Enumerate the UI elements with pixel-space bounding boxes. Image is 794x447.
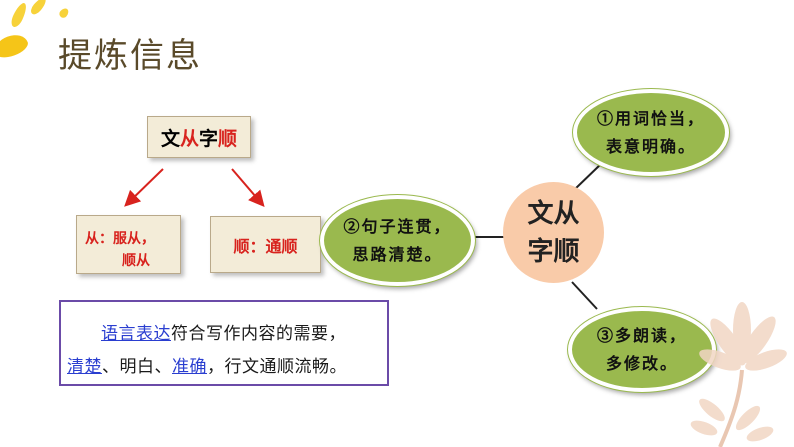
concept-box: 文从字顺 <box>147 116 251 158</box>
arrow-right <box>231 168 265 208</box>
branch-word-choice: ①用词恰当， 表意明确。 <box>573 89 729 176</box>
meaning-cong-box: 从：服从， 顺从 <box>76 215 181 274</box>
concept-char-2: 从 <box>179 127 199 150</box>
branch-coherence-line2: 思路清楚。 <box>352 244 443 264</box>
definition-term-2: 清楚 <box>67 357 102 377</box>
central-topic-line1: 文从 <box>527 198 580 229</box>
meaning-shun-value: 通顺 <box>265 236 298 256</box>
concept-char-3: 字 <box>199 127 219 150</box>
branch-revision-line2: 多修改。 <box>605 353 678 373</box>
branch-coherence: ②句子连贯， 思路清楚。 <box>320 195 475 286</box>
definition-text-1: 符合写作内容的需要， <box>171 324 346 344</box>
concept-char-4: 顺 <box>218 127 238 150</box>
page-title: 提炼信息 <box>58 36 202 76</box>
definition-term-1: 语言表达 <box>101 324 171 344</box>
concept-char-1: 文 <box>160 127 180 150</box>
meaning-shun-label: 顺： <box>233 236 266 256</box>
meaning-cong-line2: 顺从 <box>122 253 150 269</box>
meaning-cong-line1: 从：服从， <box>85 231 155 247</box>
central-topic: 文从 字顺 <box>503 182 604 283</box>
definition-box: 语言表达符合写作内容的需要， 清楚、明白、准确，行文通顺流畅。 <box>59 300 389 386</box>
branch-revision-line1: ③多朗读， <box>596 325 687 345</box>
branch-revision: ③多朗读， 多修改。 <box>568 307 716 392</box>
branch-coherence-line1: ②句子连贯， <box>343 216 452 236</box>
central-topic-line2: 字顺 <box>527 236 580 267</box>
branch-word-choice-line1: ①用词恰当， <box>596 108 705 128</box>
branch-word-choice-line2: 表意明确。 <box>605 136 696 156</box>
definition-term-3: 准确 <box>172 357 207 377</box>
definition-text-3: ，行文通顺流畅。 <box>207 357 347 377</box>
meaning-shun-box: 顺：通顺 <box>210 216 321 273</box>
flower-decoration <box>690 302 787 447</box>
arrow-left <box>124 168 164 207</box>
definition-text-2: 、明白、 <box>102 357 172 377</box>
